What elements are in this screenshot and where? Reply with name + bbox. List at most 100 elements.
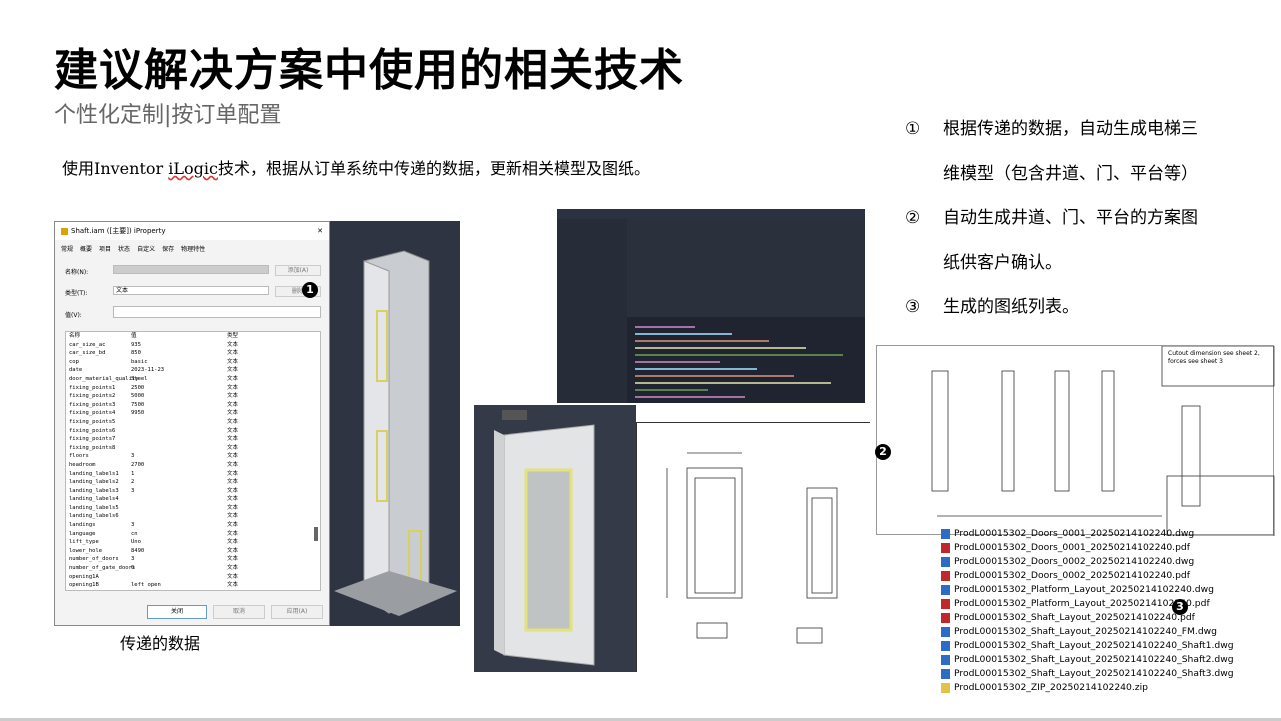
code-line [635, 354, 843, 356]
header-name[interactable]: 名称 [69, 333, 81, 339]
cell-name: fixing_points1 [69, 384, 116, 391]
file-item[interactable]: ProdL00015302_Shaft_Layout_2025021410224… [941, 611, 1234, 625]
cell-name: lift_type [69, 539, 99, 546]
file-item[interactable]: ProdL00015302_Doors_0001_20250214102240.… [941, 527, 1234, 541]
tab-5[interactable]: 保存 [162, 246, 175, 253]
file-item[interactable]: ProdL00015302_ZIP_20250214102240.zip [941, 681, 1234, 695]
cell-type: 文本 [227, 341, 239, 348]
type-select[interactable]: 文本 [113, 286, 269, 295]
cell-type: 文本 [227, 393, 239, 400]
cell-name: fixing_points3 [69, 401, 116, 408]
code-line [635, 375, 794, 377]
cell-type: 文本 [227, 436, 239, 443]
add-button[interactable]: 添加(A) [275, 265, 321, 276]
badge-1: 1 [302, 282, 318, 298]
delete-button[interactable]: 删除 [275, 286, 321, 297]
cell-name: landings [69, 522, 96, 529]
cell-type: 文本 [227, 350, 239, 357]
dialog-tabs: 常规概要项目状态自定义保存物理特性 [55, 240, 329, 257]
desc-text: 使用Inventor [62, 159, 169, 178]
name-select[interactable] [113, 265, 269, 274]
close-button[interactable]: 关闭 [147, 605, 207, 619]
cell-name: number_of_gate_doors [69, 565, 136, 572]
file-name: ProdL00015302_Shaft_Layout_2025021410224… [954, 668, 1234, 679]
tab-6[interactable]: 物理特性 [181, 246, 206, 253]
apply-button[interactable]: 应用(A) [271, 605, 323, 619]
cell-name: headroom [69, 461, 96, 468]
cell-value: Steel [131, 375, 148, 382]
cancel-button[interactable]: 取消 [213, 605, 265, 619]
cell-value [131, 435, 227, 444]
point-1-line: 维模型（包含井道、门、平台等） [905, 152, 1198, 197]
file-item[interactable]: ProdL00015302_Shaft_Layout_2025021410224… [941, 625, 1234, 639]
caption: 传递的数据 [120, 634, 201, 653]
cell-value [131, 512, 227, 521]
file-name: ProdL00015302_ZIP_20250214102240.zip [954, 682, 1148, 693]
file-item[interactable]: ProdL00015302_Doors_0001_20250214102240.… [941, 541, 1234, 555]
file-item[interactable]: ProdL00015302_Shaft_Layout_2025021410224… [941, 639, 1234, 653]
point-text: 自动生成井道、门、平台的方案图 [943, 208, 1198, 228]
file-item[interactable]: ProdL00015302_Platform_Layout_2025021410… [941, 597, 1234, 611]
value-input[interactable] [113, 306, 321, 318]
tab-4[interactable]: 自定义 [137, 246, 156, 253]
point-number: ① [905, 119, 921, 139]
tab-3[interactable]: 状态 [118, 246, 131, 253]
file-item[interactable]: ProdL00015302_Doors_0002_20250214102240.… [941, 569, 1234, 583]
header-value[interactable]: 值 [131, 333, 137, 339]
file-name: ProdL00015302_Shaft_Layout_2025021410224… [954, 654, 1234, 665]
file-list: ProdL00015302_Doors_0001_20250214102240.… [941, 527, 1234, 695]
cell-type: 文本 [227, 470, 239, 477]
tab-1[interactable]: 概要 [80, 246, 93, 253]
file-item[interactable]: ProdL00015302_Platform_Layout_2025021410… [941, 583, 1234, 597]
file-item[interactable]: ProdL00015302_Doors_0002_20250214102240.… [941, 555, 1234, 569]
close-icon[interactable]: ✕ [317, 227, 323, 235]
dwg-file-icon [941, 529, 950, 539]
file-item[interactable]: ProdL00015302_Shaft_Layout_2025021410224… [941, 667, 1234, 681]
cell-type: 文本 [227, 522, 239, 529]
tab-0[interactable]: 常规 [61, 246, 74, 253]
file-item[interactable]: ProdL00015302_Shaft_Layout_2025021410224… [941, 653, 1234, 667]
value-label: 值(V): [65, 312, 82, 319]
code-line [635, 340, 769, 342]
file-name: ProdL00015302_Shaft_Layout_2025021410224… [954, 640, 1234, 651]
cell-name: landing_labels4 [69, 496, 119, 503]
file-name: ProdL00015302_Doors_0001_20250214102240.… [954, 542, 1190, 553]
tab-2[interactable]: 项目 [99, 246, 112, 253]
scrollbar-thumb[interactable] [314, 527, 318, 541]
header-type[interactable]: 类型 [227, 333, 239, 339]
cell-value [131, 444, 227, 453]
